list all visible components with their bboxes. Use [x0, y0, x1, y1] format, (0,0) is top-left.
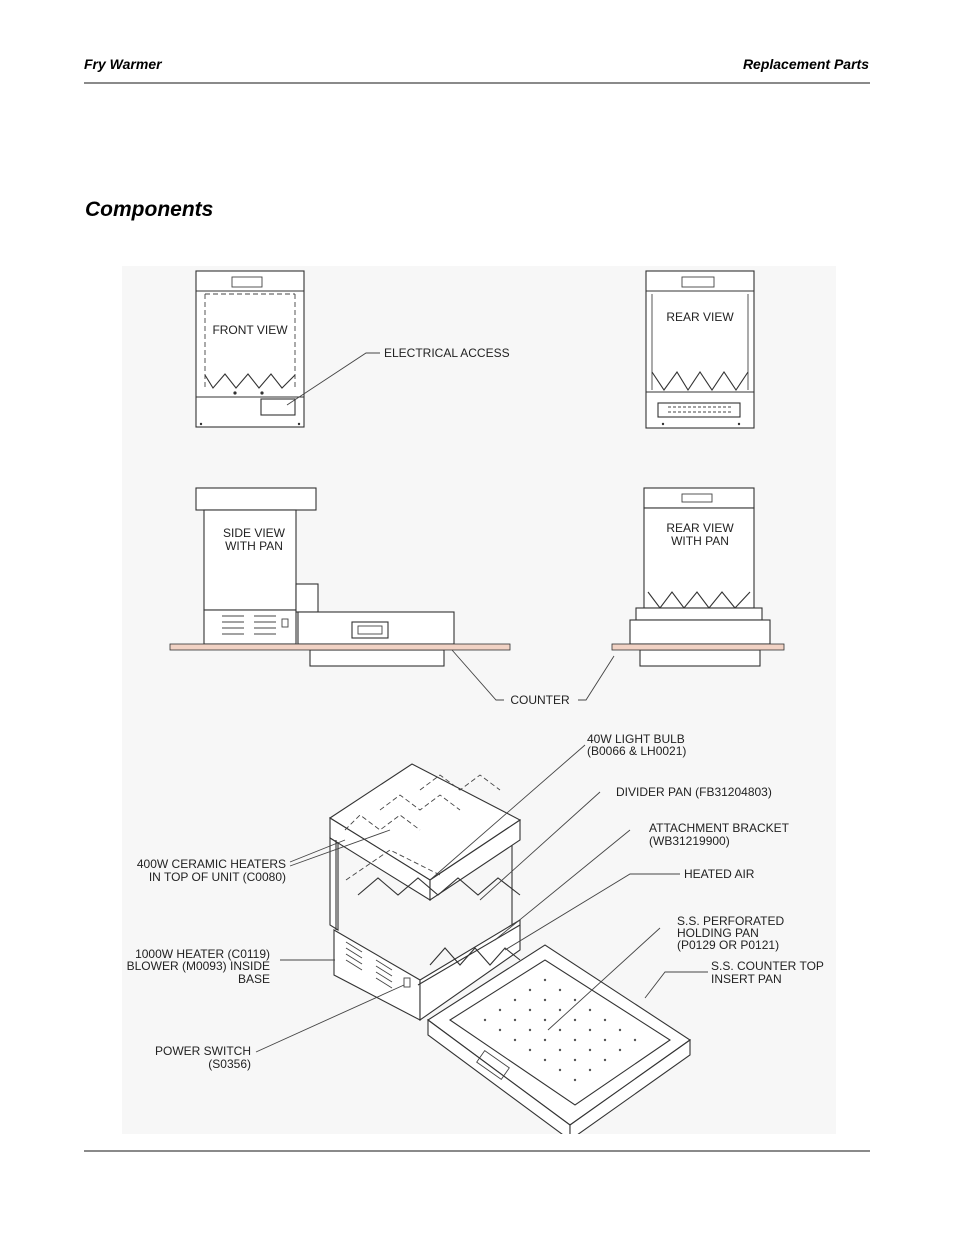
- callout-heated-air: HEATED AIR: [684, 867, 755, 881]
- callout-electrical-access: ELECTRICAL ACCESS: [384, 346, 510, 360]
- callout-heater-1: 1000W HEATER (C0119): [135, 947, 270, 961]
- callout-switch-2: (S0356): [208, 1057, 251, 1071]
- header-section-name: Replacement Parts: [742, 56, 869, 72]
- side-view-label-2: WITH PAN: [225, 539, 283, 553]
- callout-light-bulb-1: 40W LIGHT BULB: [587, 732, 685, 746]
- callout-switch-1: POWER SWITCH: [155, 1044, 251, 1058]
- section-title: Components: [85, 198, 214, 221]
- callout-perforated-3: (P0129 OR P0121): [677, 938, 779, 952]
- perforated-pan-drawing: [427, 944, 691, 1134]
- callout-ceramic-2: IN TOP OF UNIT (C0080): [149, 870, 286, 884]
- callout-divider-pan: DIVIDER PAN (FB31204803): [616, 785, 772, 799]
- rear-with-pan-label-1: REAR VIEW: [666, 521, 734, 535]
- rear-view-label: REAR VIEW: [666, 310, 734, 324]
- callout-heater-2: BLOWER (M0093) INSIDE: [127, 959, 270, 973]
- front-view-drawing: FRONT VIEW: [195, 270, 305, 428]
- callout-perforated-2: HOLDING PAN: [677, 926, 759, 940]
- callout-ceramic-1: 400W CERAMIC HEATERS: [137, 857, 286, 871]
- callout-insert-1: S.S. COUNTER TOP: [711, 959, 824, 973]
- side-view-drawing: SIDE VIEW WITH PAN: [195, 487, 455, 667]
- side-view-label-1: SIDE VIEW: [223, 526, 286, 540]
- callout-bracket-2: (WB31219900): [649, 834, 730, 848]
- callout-light-bulb-2: (B0066 & LH0021): [587, 744, 686, 758]
- callout-bracket-1: ATTACHMENT BRACKET: [649, 821, 790, 835]
- footer-rule: [84, 1150, 870, 1152]
- callout-heater-3: BASE: [238, 972, 270, 986]
- rear-view-drawing: REAR VIEW: [645, 270, 755, 429]
- rear-view-with-pan-drawing: REAR VIEW WITH PAN: [629, 487, 771, 667]
- callout-insert-2: INSERT PAN: [711, 972, 782, 986]
- rear-with-pan-label-2: WITH PAN: [671, 534, 729, 548]
- callout-counter: COUNTER: [510, 693, 570, 707]
- components-drawing: FRONT VIEW ELECTRICAL ACCESS REAR VIEW: [122, 266, 836, 1134]
- front-view-label: FRONT VIEW: [212, 323, 288, 337]
- callout-perforated-1: S.S. PERFORATED: [677, 914, 784, 928]
- isometric-unit-drawing: [328, 763, 522, 1022]
- header-document-title: Fry Warmer: [84, 56, 162, 72]
- header-rule: [84, 82, 870, 84]
